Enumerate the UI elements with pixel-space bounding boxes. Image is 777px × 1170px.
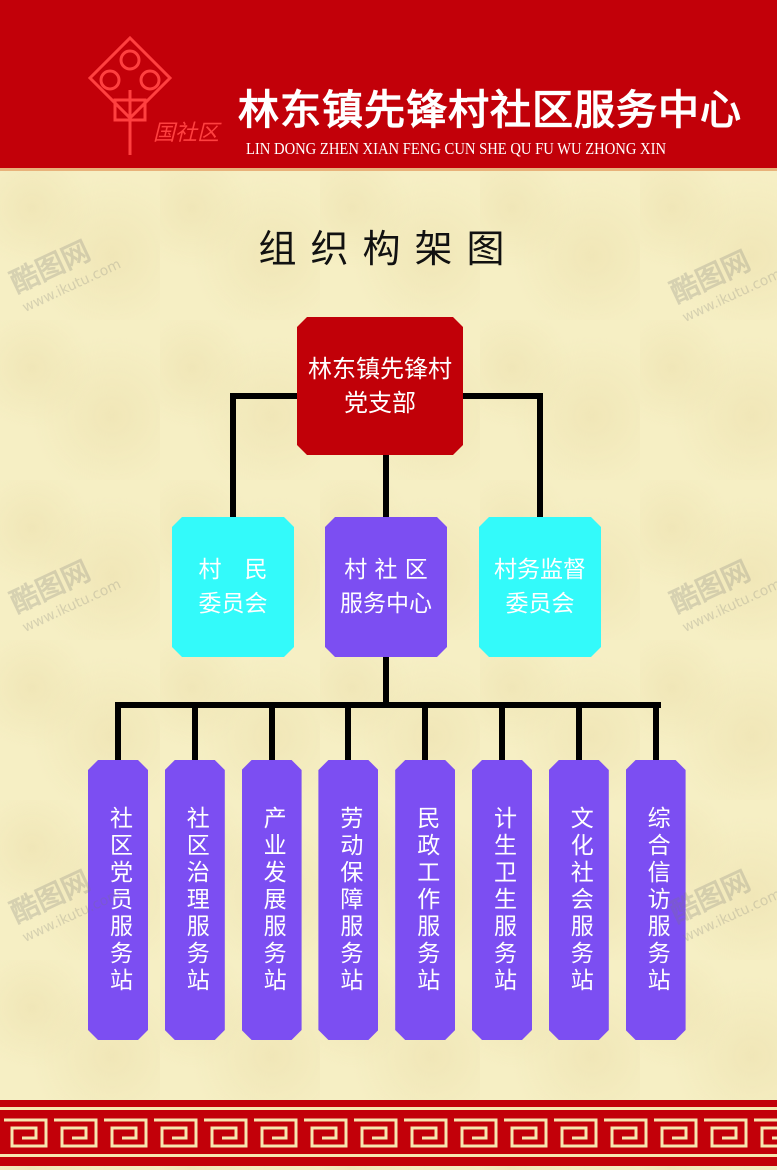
node-label: 服务中心	[340, 591, 432, 617]
connector	[575, 702, 582, 762]
fret-motif	[754, 1118, 777, 1148]
fret-motif	[454, 1118, 498, 1148]
node-label: 党支部	[344, 389, 416, 417]
connector	[499, 702, 505, 762]
node-label: 劳动保障服务站	[335, 805, 362, 995]
service-station-node: 民政工作服务站	[395, 760, 455, 1040]
node-label: 社区治理服务站	[182, 805, 209, 995]
service-station-node: 社区党员服务站	[88, 760, 148, 1040]
service-station-node: 劳动保障服务站	[318, 760, 378, 1040]
svg-text:国社区: 国社区	[153, 121, 222, 146]
service-station-node: 综合信访服务站	[626, 760, 686, 1040]
connector	[191, 702, 198, 762]
china-community-logo: 国社区	[87, 35, 222, 155]
service-station-node: 社区治理服务站	[165, 760, 225, 1040]
node-label: 委员会	[198, 591, 268, 617]
fret-motif	[654, 1118, 698, 1148]
header-subtitle: LIN DONG ZHEN XIAN FENG CUN SHE QU FU WU…	[246, 139, 667, 158]
node-label: 社区党员服务站	[105, 805, 132, 995]
service-station-node: 计生卫生服务站	[472, 760, 532, 1040]
node-label: 林东镇先锋村	[308, 355, 452, 383]
connector	[383, 650, 389, 708]
fret-motif	[404, 1118, 448, 1148]
header-title: 林东镇先锋村社区服务中心	[238, 86, 742, 134]
service-station-node: 产业发展服务站	[242, 760, 302, 1040]
community-service-center-node: 村 社 区服务中心	[325, 517, 447, 657]
fret-motif	[254, 1118, 298, 1148]
fret-motif	[304, 1118, 348, 1148]
node-label: 产业发展服务站	[259, 805, 286, 995]
fret-motif	[604, 1118, 648, 1148]
fret-motif	[204, 1118, 248, 1148]
supervision-committee-node: 村务监督委员会	[479, 517, 601, 657]
fret-motif	[554, 1118, 598, 1148]
node-label: 计生卫生服务站	[489, 805, 516, 995]
connector	[345, 702, 352, 762]
fret-motif	[154, 1118, 198, 1148]
fret-motif	[4, 1118, 48, 1148]
node-label: 村 社 区	[344, 557, 428, 583]
connector	[383, 450, 389, 520]
node-label: 村 民	[198, 557, 268, 583]
node-label: 民政工作服务站	[412, 805, 439, 995]
connector	[422, 702, 429, 762]
service-station-node: 文化社会服务站	[549, 760, 609, 1040]
node-label: 委员会	[505, 591, 575, 617]
connector	[537, 393, 543, 519]
connector	[652, 702, 659, 762]
villagers-committee-node: 村 民委员会	[172, 517, 294, 657]
party-branch-node: 林东镇先锋村党支部	[297, 317, 463, 455]
fret-pattern	[0, 1107, 777, 1157]
connector	[115, 702, 121, 762]
node-label: 综合信访服务站	[643, 805, 670, 995]
fret-motif	[704, 1118, 748, 1148]
connector	[230, 393, 236, 519]
header-banner: 国社区 林东镇先锋村社区服务中心 LIN DONG ZHEN XIAN FENG…	[0, 0, 777, 171]
node-label: 村务监督	[494, 557, 586, 583]
chart-title: 组织构架图	[258, 227, 519, 271]
connector	[268, 702, 275, 762]
fret-motif	[104, 1118, 148, 1148]
fret-motif	[504, 1118, 548, 1148]
node-label: 文化社会服务站	[566, 805, 593, 995]
fret-motif	[354, 1118, 398, 1148]
fret-motif	[54, 1118, 98, 1148]
connector	[115, 702, 661, 708]
footer-fret-border	[0, 1100, 777, 1166]
